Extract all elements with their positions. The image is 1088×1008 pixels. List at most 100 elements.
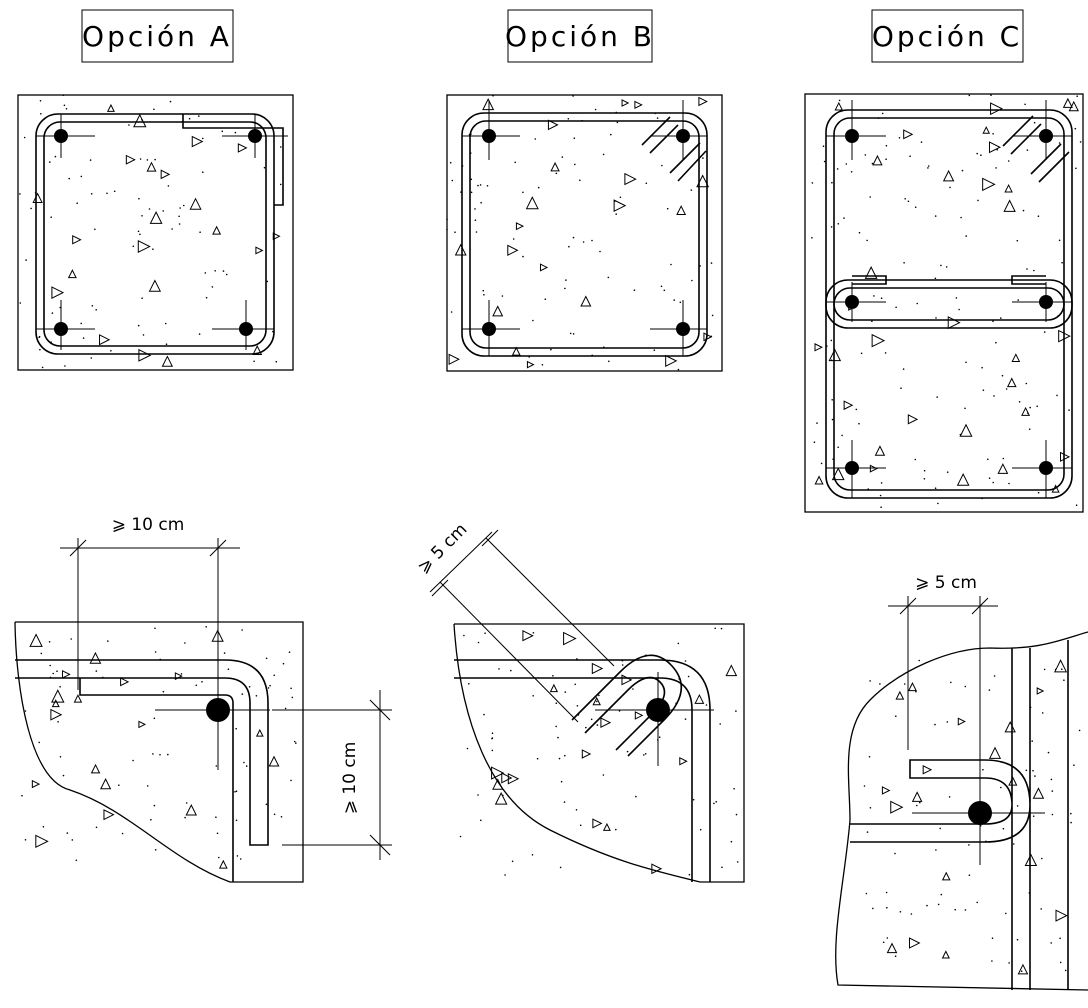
aggregate-dot: [1007, 160, 1010, 162]
hook-c-mid-right: [1011, 275, 1046, 285]
aggregate-dot: [572, 333, 575, 335]
aggregate-triangle: [890, 800, 904, 814]
aggregate-dot: [903, 683, 906, 685]
aggregate-triangle: [539, 263, 549, 272]
aggregate-dot: [1064, 969, 1067, 972]
aggregate-dot: [227, 668, 230, 670]
aggregate-dot: [981, 366, 983, 369]
aggregate-triangle: [1003, 199, 1016, 212]
aggregate-dot: [733, 788, 735, 790]
aggregate-dot: [714, 627, 716, 630]
aggregate-dot: [1073, 764, 1075, 766]
aggregate-dot: [837, 446, 839, 449]
aggregate-dot: [1026, 149, 1029, 151]
aggregate-triangle: [501, 772, 513, 784]
aggregate-dot: [993, 675, 996, 677]
aggregate-dot: [904, 198, 906, 200]
aggregate-dot: [38, 336, 40, 339]
aggregate-dot: [236, 855, 239, 857]
aggregate-dot: [923, 478, 926, 480]
aggregate-dot: [881, 112, 884, 115]
aggregate-dot: [670, 263, 672, 266]
detail-option-a: ⩾ 10 cm ⩾ 10 cm: [14, 515, 392, 883]
aggregate-dot: [446, 228, 448, 231]
aggregate-dot: [1020, 970, 1023, 972]
aggregate-dot: [687, 675, 690, 678]
aggregate-dot: [1000, 786, 1002, 789]
aggregate-dot: [39, 348, 41, 351]
aggregate-dot: [563, 801, 566, 803]
aggregate-dot: [900, 387, 902, 390]
aggregate-triangle: [492, 305, 504, 317]
aggregate-triangle: [988, 746, 1002, 759]
aggregate-dot: [159, 754, 161, 756]
aggregate-triangle: [218, 859, 228, 869]
aggregate-dot: [522, 255, 524, 258]
aggregate-triangle: [676, 205, 687, 215]
aggregate-dot: [940, 264, 942, 267]
aggregate-dot: [235, 790, 238, 792]
dim-line-b-diagonal: [429, 529, 615, 723]
aggregate-triangle: [580, 295, 592, 307]
aggregate-dot: [907, 200, 910, 203]
aggregate-triangle: [522, 630, 534, 642]
stirrup-lower-outer-c: [825, 279, 1073, 499]
stirrup-detail-a: [15, 659, 269, 882]
aggregate-dot: [635, 795, 637, 798]
aggregate-triangle: [959, 423, 973, 437]
aggregate-dot: [184, 816, 186, 819]
aggregate-dot: [198, 115, 200, 117]
aggregate-triangle: [864, 265, 878, 279]
aggregate-dot: [858, 231, 861, 234]
aggregate-dot: [234, 791, 236, 793]
aggregate-dot: [205, 296, 208, 299]
aggregate-triangle: [125, 154, 136, 165]
aggregate-triangle: [1053, 659, 1068, 673]
aggregate-dot: [162, 210, 164, 212]
aggregate-dot: [914, 206, 917, 208]
aggregate-dot: [1032, 769, 1034, 772]
aggregate-triangle: [911, 791, 923, 802]
aggregate-dot: [121, 832, 124, 835]
aggregate-dot: [736, 861, 739, 863]
aggregate-triangle: [29, 633, 43, 647]
aggregate-dot: [866, 239, 868, 242]
aggregate-dot: [40, 652, 43, 655]
aggregate-dot: [910, 913, 913, 915]
title-option-c-text: Opción C: [872, 20, 1022, 53]
aggregate-dot: [598, 694, 600, 697]
aggregate-dot: [902, 368, 905, 370]
aggregate-dot: [982, 389, 985, 392]
aggregate-dot: [945, 266, 948, 268]
aggregate-dot: [995, 341, 997, 344]
aggregate-dot: [702, 157, 704, 159]
aggregate-triangle: [146, 161, 157, 172]
aggregate-dot: [54, 155, 57, 158]
aggregate-dot: [466, 747, 469, 750]
aggregate-dot: [564, 754, 566, 757]
aggregate-dot: [590, 718, 593, 721]
aggregate-dot: [964, 685, 967, 688]
aggregate-triangle: [591, 662, 604, 675]
aggregate-dot: [544, 298, 547, 301]
aggregate-dot: [211, 286, 214, 288]
aggregate-dot: [492, 95, 494, 97]
aggregate-dot: [153, 804, 156, 807]
concrete-outline-a: [17, 94, 294, 371]
aggregate-dot: [596, 724, 599, 726]
aggregate-dot: [146, 785, 149, 787]
aggregate-dot: [470, 191, 473, 194]
aggregate-dot: [855, 408, 858, 411]
aggregate-dot: [992, 133, 994, 135]
aggregate-dot: [919, 801, 921, 804]
aggregate-dot: [561, 156, 564, 158]
aggregate-dot: [879, 494, 882, 497]
aggregate-dot: [841, 434, 843, 437]
aggregate-triangle: [947, 316, 961, 330]
stirrup-inner-b: [469, 120, 700, 349]
aggregate-triangle: [942, 169, 955, 182]
aggregate-dot: [886, 937, 889, 939]
aggregate-dot: [62, 94, 65, 96]
aggregate-dot: [677, 368, 680, 371]
aggregate-dot: [684, 718, 687, 720]
